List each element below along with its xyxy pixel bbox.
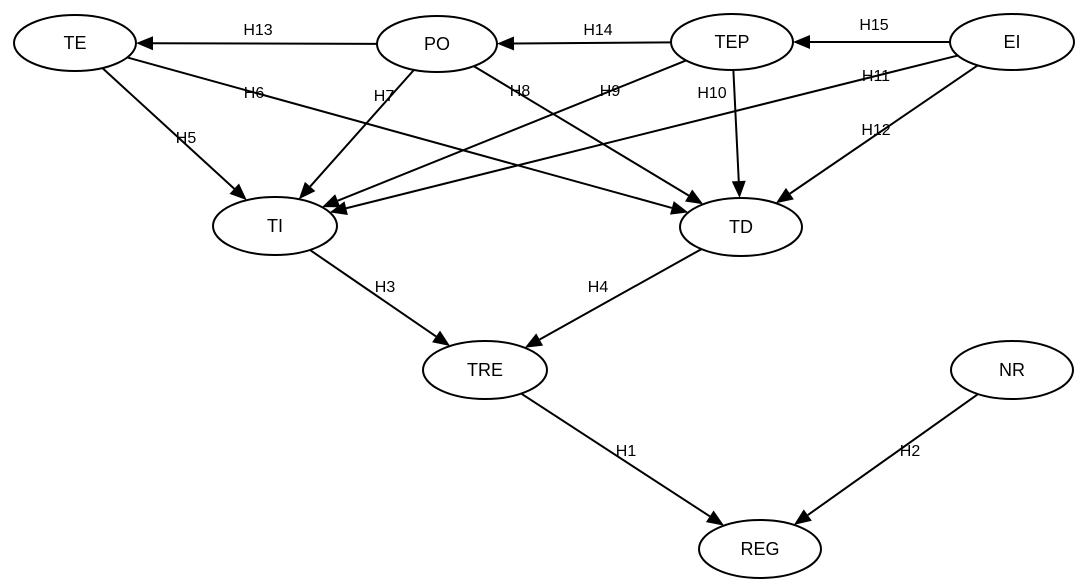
arrowhead-icon (321, 194, 341, 208)
edge-label-h13: H13 (243, 22, 272, 39)
arrowhead-icon (298, 181, 316, 200)
arrowhead-icon (775, 187, 794, 204)
edge-po-to-ti (298, 69, 415, 200)
arrowhead-icon (524, 333, 544, 348)
node-tep: TEP (670, 13, 794, 71)
node-ellipse (949, 13, 1075, 71)
node-nr: NR (950, 340, 1074, 400)
arrowhead-icon (685, 189, 704, 205)
node-label: TRE (467, 360, 503, 380)
node-label: TEP (714, 32, 749, 52)
node-label: TI (267, 216, 283, 236)
edge-te-to-td (126, 56, 689, 215)
edges-layer (101, 35, 979, 526)
edge-line (309, 69, 415, 188)
edge-td-to-tre (524, 248, 702, 348)
arrowhead-icon (670, 201, 689, 215)
edge-line (309, 249, 437, 338)
node-label: TE (63, 33, 86, 53)
edge-label-h7: H7 (374, 88, 395, 105)
node-ellipse (212, 196, 338, 256)
edge-label-h14: H14 (583, 22, 612, 39)
node-tre: TRE (422, 340, 548, 400)
edge-ei-to-tep (793, 35, 950, 49)
edge-label-h12: H12 (861, 122, 890, 139)
edge-label-h1: H1 (616, 443, 637, 460)
node-ti: TI (212, 196, 338, 256)
edge-po-to-td (473, 65, 704, 205)
arrowhead-icon (229, 183, 247, 201)
edge-line (732, 69, 740, 182)
nodes-layer: TE PO TEP EI TI TD TRE NR REG (13, 13, 1075, 579)
edge-line (807, 393, 979, 516)
arrowhead-icon (793, 509, 812, 525)
node-label: TD (729, 217, 753, 237)
edge-tre-to-reg (520, 392, 725, 526)
node-ellipse (670, 13, 794, 71)
edge-line (789, 64, 979, 195)
edge-line (513, 41, 672, 45)
edge-label-h15: H15 (859, 17, 888, 34)
arrowhead-icon (731, 180, 746, 199)
arrowhead-icon (432, 330, 451, 347)
edge-ei-to-ti (329, 54, 958, 216)
edge-label-h9: H9 (600, 83, 621, 100)
edge-label-h5: H5 (176, 130, 197, 147)
edge-ti-to-tre (309, 249, 451, 347)
node-ellipse (950, 340, 1074, 400)
edge-tep-to-po (496, 36, 672, 51)
arrowhead-icon (496, 36, 515, 51)
edge-line (345, 54, 958, 210)
node-ellipse (679, 197, 803, 257)
edge-line (520, 392, 711, 518)
node-label: PO (424, 34, 450, 54)
edge-tep-to-ti (321, 59, 687, 208)
node-label: NR (999, 360, 1025, 380)
node-reg: REG (698, 519, 822, 579)
node-ellipse (422, 340, 548, 400)
edge-line (126, 56, 673, 209)
node-te: TE (13, 14, 137, 72)
arrowhead-icon (135, 36, 154, 51)
edge-label-h4: H4 (588, 279, 609, 296)
edge-line (101, 67, 235, 190)
node-ellipse (376, 15, 498, 73)
edge-label-h2: H2 (900, 443, 921, 460)
edge-line (337, 59, 687, 202)
node-ei: EI (949, 13, 1075, 71)
arrowhead-icon (329, 201, 348, 216)
edge-label-h10: H10 (697, 85, 726, 102)
node-ellipse (698, 519, 822, 579)
arrowhead-icon (705, 510, 725, 526)
node-ellipse (13, 14, 137, 72)
edge-ei-to-td (775, 64, 979, 204)
edge-line (473, 65, 690, 197)
edge-tep-to-td (731, 69, 746, 199)
arrowhead-icon (793, 35, 810, 49)
edge-label-h8: H8 (510, 83, 531, 100)
node-label: REG (740, 539, 779, 559)
node-po: PO (376, 15, 498, 73)
edge-line (539, 248, 702, 341)
edge-nr-to-reg (793, 393, 979, 525)
edge-te-to-ti (101, 67, 247, 201)
edge-line (152, 42, 378, 45)
edge-po-to-te (135, 36, 378, 51)
node-td: TD (679, 197, 803, 257)
edge-label-h6: H6 (244, 85, 265, 102)
node-label: EI (1003, 32, 1020, 52)
edge-label-h3: H3 (375, 279, 396, 296)
edge-label-h11: H11 (862, 68, 890, 85)
